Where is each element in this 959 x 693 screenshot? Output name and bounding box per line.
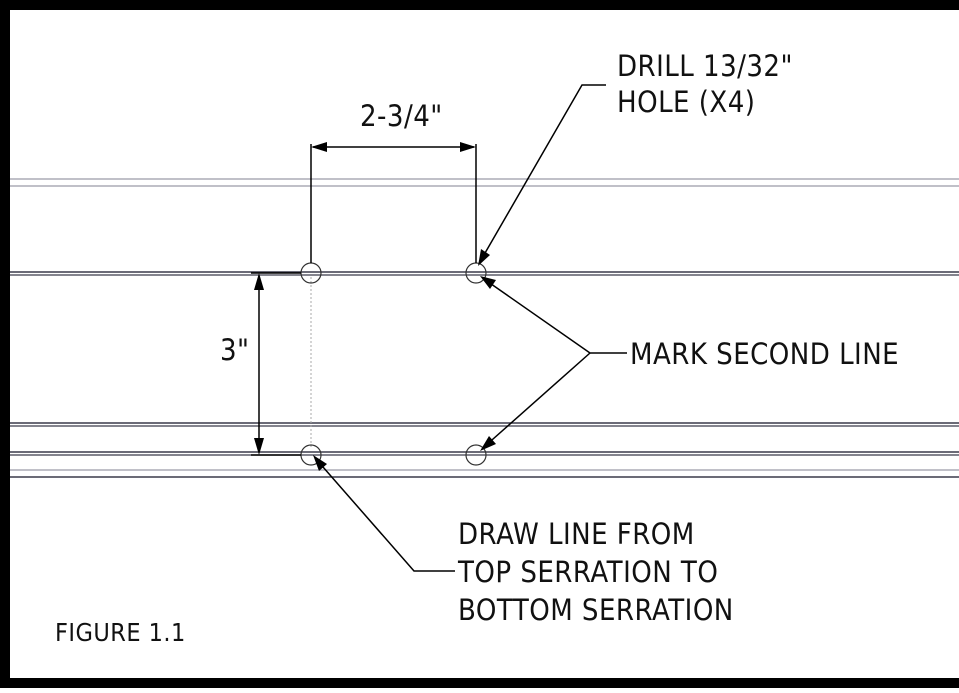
top-serration-line bbox=[10, 271, 959, 276]
horizontal-dimension bbox=[310, 142, 477, 263]
figure-caption: FIGURE 1.1 bbox=[55, 618, 186, 647]
drill-hole-bottom-right bbox=[465, 444, 487, 466]
bottom-serration-lines bbox=[10, 422, 959, 456]
vertical-dimension bbox=[251, 272, 301, 456]
drill-hole-top-right bbox=[465, 262, 487, 284]
mark-note: MARK SECOND LINE bbox=[630, 337, 900, 371]
mark-leaders bbox=[480, 276, 627, 451]
draw-leader bbox=[313, 455, 455, 572]
bottom-rail-edge bbox=[10, 469, 959, 478]
drill-note-line-1: DRILL 13/32" bbox=[617, 49, 793, 83]
draw-note-line-1: DRAW LINE FROM bbox=[458, 517, 695, 551]
draw-note-line-3: BOTTOM SERRATION bbox=[458, 593, 734, 627]
drill-hole-top-left bbox=[300, 262, 322, 284]
top-rail-edge bbox=[10, 178, 959, 187]
drill-note-line-2: HOLE (X4) bbox=[617, 85, 756, 119]
drill-leader bbox=[478, 84, 606, 266]
dimension-label-horizontal: 2-3/4" bbox=[360, 99, 443, 133]
draw-note-line-2: TOP SERRATION TO bbox=[458, 555, 719, 589]
dimension-label-vertical: 3" bbox=[220, 333, 250, 367]
